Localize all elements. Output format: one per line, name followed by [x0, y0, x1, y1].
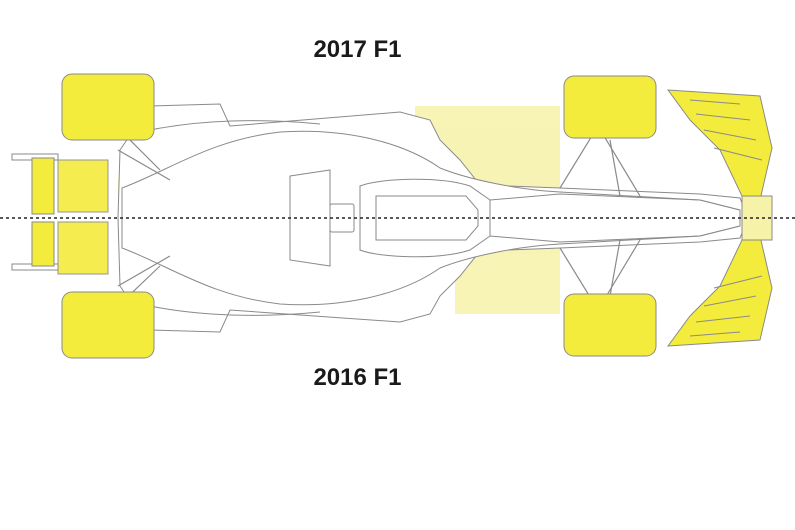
front-wing-flaps-top: [689, 99, 763, 161]
title-2017: 2017 F1: [313, 36, 402, 63]
front-left-tyre: [563, 75, 657, 139]
rear-wing-mid-upper: [57, 159, 109, 213]
tyres: [61, 73, 657, 359]
rear-left-tyre: [61, 73, 155, 141]
title-2016: 2016 F1: [313, 364, 402, 391]
rear-wing: [11, 153, 109, 275]
sidepod-line-top: [149, 120, 321, 131]
front-wing: [666, 89, 773, 347]
nose: [489, 193, 741, 243]
sidepod-line-bottom: [149, 305, 321, 316]
rear-right-tyre: [61, 291, 155, 359]
cockpit-inner: [375, 195, 479, 241]
rear-suspension: [117, 127, 171, 307]
front-suspension: [559, 125, 641, 311]
suspension: [117, 125, 641, 311]
front-wing-lower: [666, 235, 773, 347]
engine-detail: [289, 169, 331, 267]
front-wing-flaps-bottom: [689, 275, 763, 337]
front-wing-upper: [666, 89, 773, 201]
front-right-tyre: [563, 293, 657, 357]
rear-wing-lower: [31, 221, 55, 267]
rear-wing-upper: [31, 157, 55, 215]
rear-wing-mid-lower: [57, 221, 109, 275]
